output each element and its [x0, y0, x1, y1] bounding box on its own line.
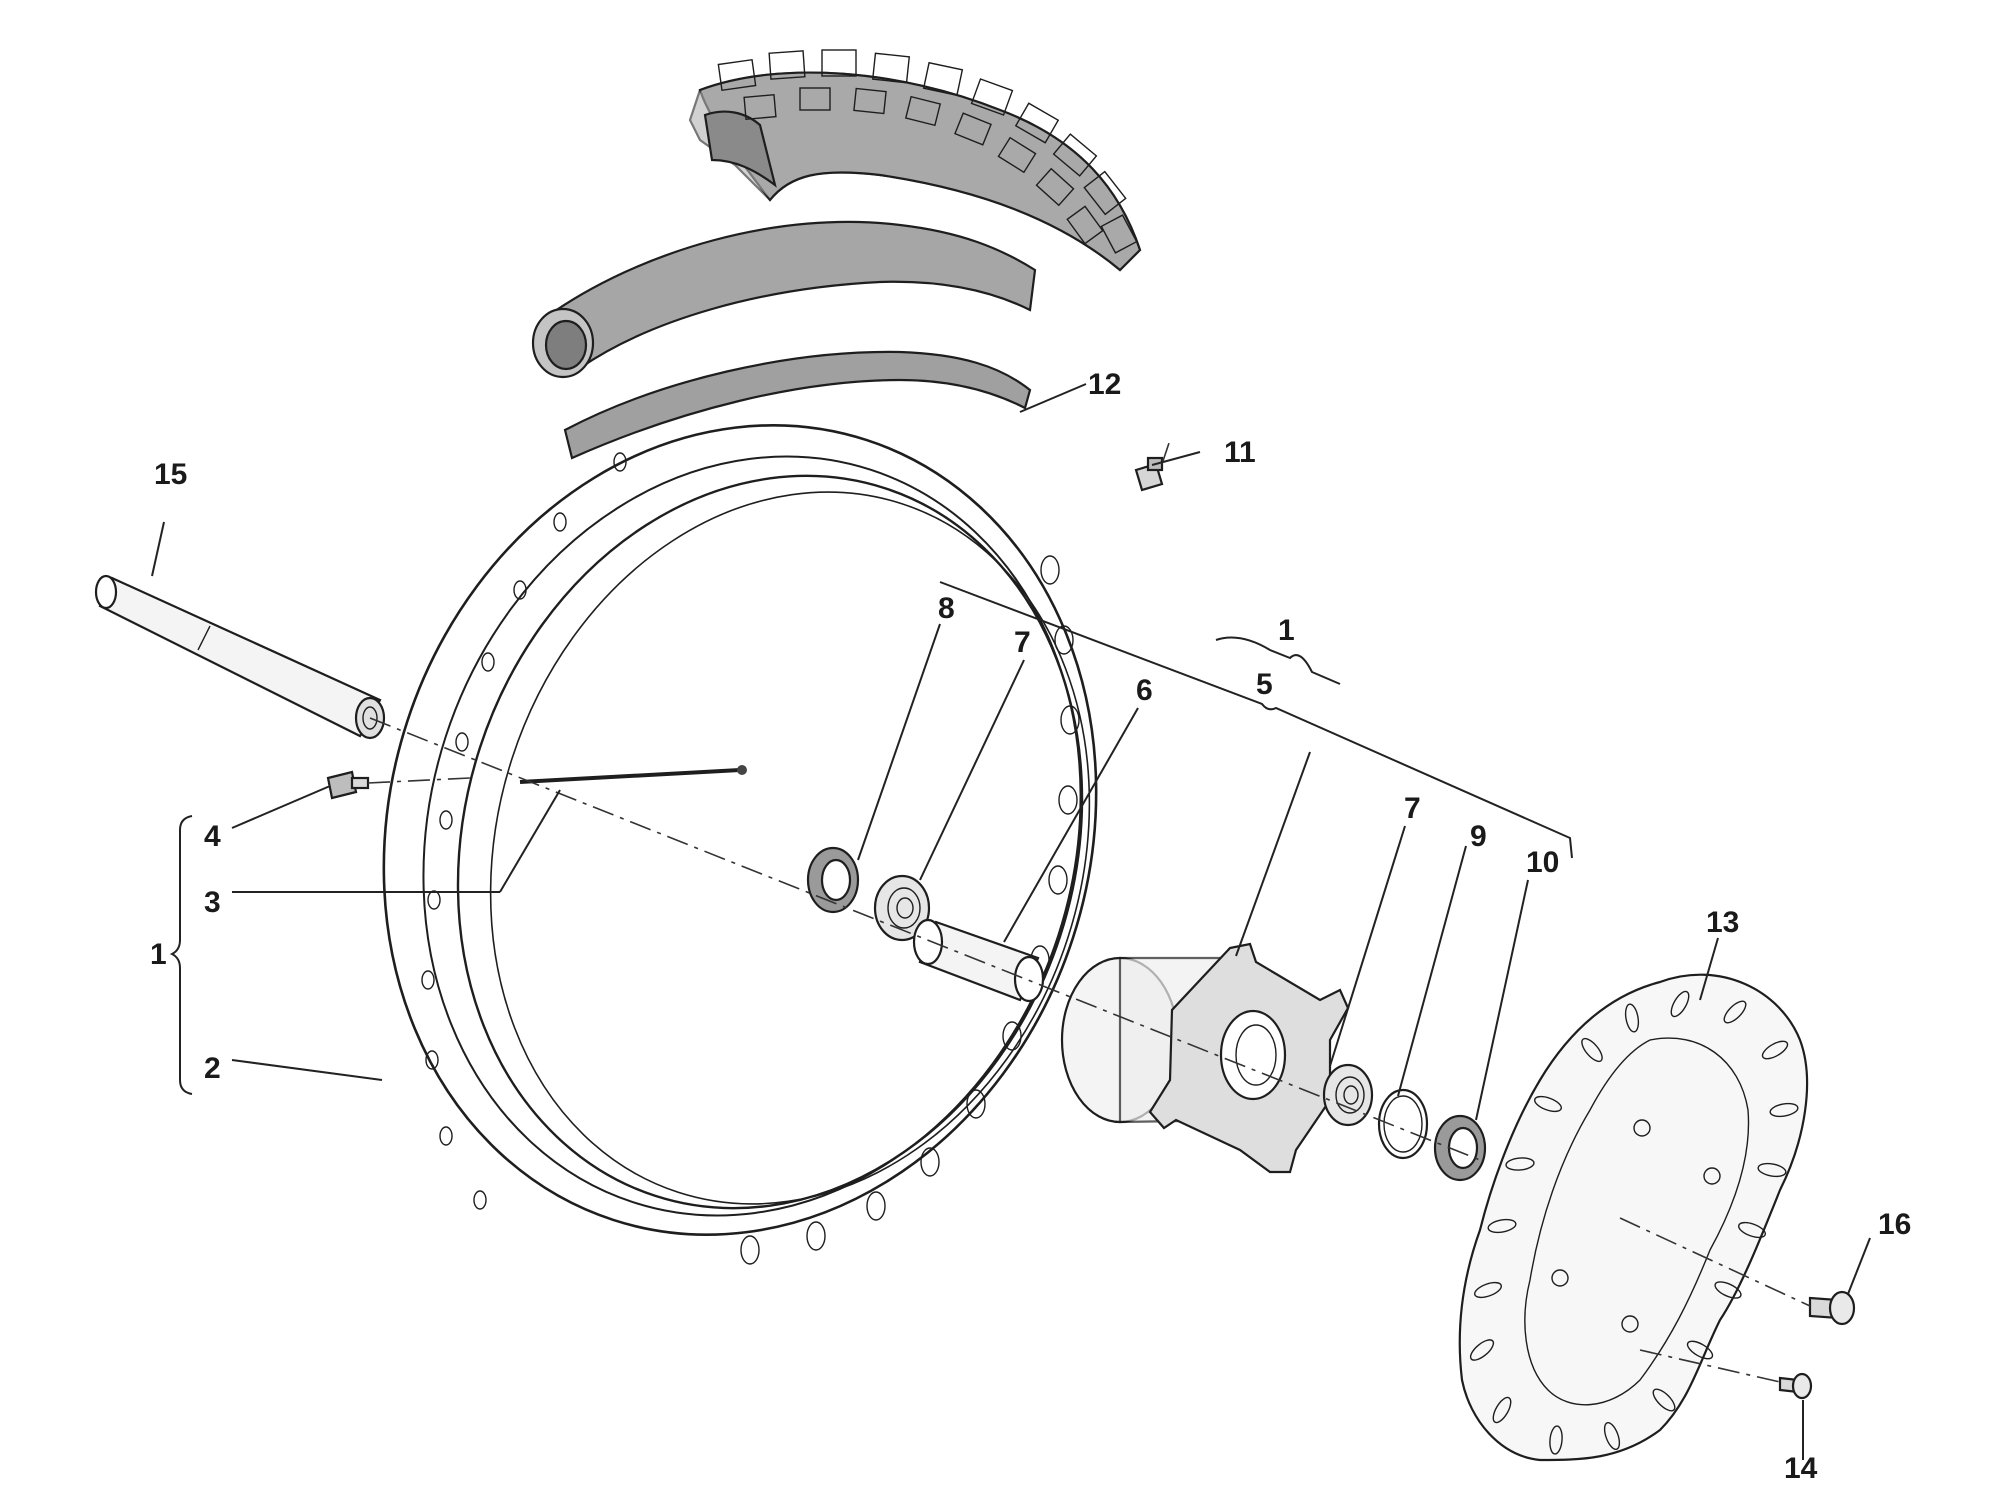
rim-spoke-holes [421, 452, 1080, 1265]
callout-1-top: 1 [1278, 614, 1295, 647]
bolt-14 [1778, 1372, 1813, 1400]
bracket-hub-assembly [939, 581, 1573, 859]
callout-2: 2 [204, 1052, 221, 1085]
callout-10: 10 [1526, 846, 1559, 879]
callout-5: 5 [1256, 668, 1273, 701]
callout-1-left: 1 [150, 938, 167, 971]
callout-16: 16 [1878, 1208, 1911, 1241]
hub [1060, 942, 1350, 1174]
callout-13: 13 [1706, 906, 1739, 939]
callout-6: 6 [1136, 674, 1153, 707]
seal-left [806, 846, 860, 914]
inner-tube [531, 220, 1037, 379]
brake-disc [1458, 973, 1809, 1462]
tyre [688, 49, 1142, 272]
rim [382, 424, 1098, 1265]
tyre-knobs [717, 49, 1138, 254]
callout-11: 11 [1224, 436, 1256, 469]
circlip [1377, 1088, 1429, 1160]
callout-3: 3 [204, 886, 221, 919]
callout-4: 4 [204, 820, 221, 853]
bearing-left [873, 874, 931, 942]
callout-7-right: 7 [1404, 792, 1421, 825]
callout-9: 9 [1470, 820, 1487, 853]
bolt-16 [1808, 1290, 1856, 1326]
seal-right [1433, 1114, 1487, 1182]
center-lines [367, 439, 1811, 1383]
spoke-nipple [326, 770, 370, 800]
axle [94, 574, 386, 740]
bracket-wheel-assembly [169, 815, 193, 1095]
valve-cap [1134, 456, 1164, 492]
bearing-right [1322, 1063, 1374, 1127]
spoke [519, 765, 747, 784]
callout-12: 12 [1088, 368, 1121, 401]
callout-15: 15 [154, 458, 187, 491]
callout-8: 8 [938, 592, 955, 625]
callout-14: 14 [1784, 1452, 1818, 1485]
callout-7-left: 7 [1014, 626, 1031, 659]
callout-labels: 15 12 11 8 7 6 1 5 7 9 10 13 16 14 4 3 1… [150, 368, 1911, 1485]
disc-slots [1469, 990, 1799, 1455]
rim-tape [563, 350, 1032, 460]
leader-lines [151, 383, 1871, 1460]
